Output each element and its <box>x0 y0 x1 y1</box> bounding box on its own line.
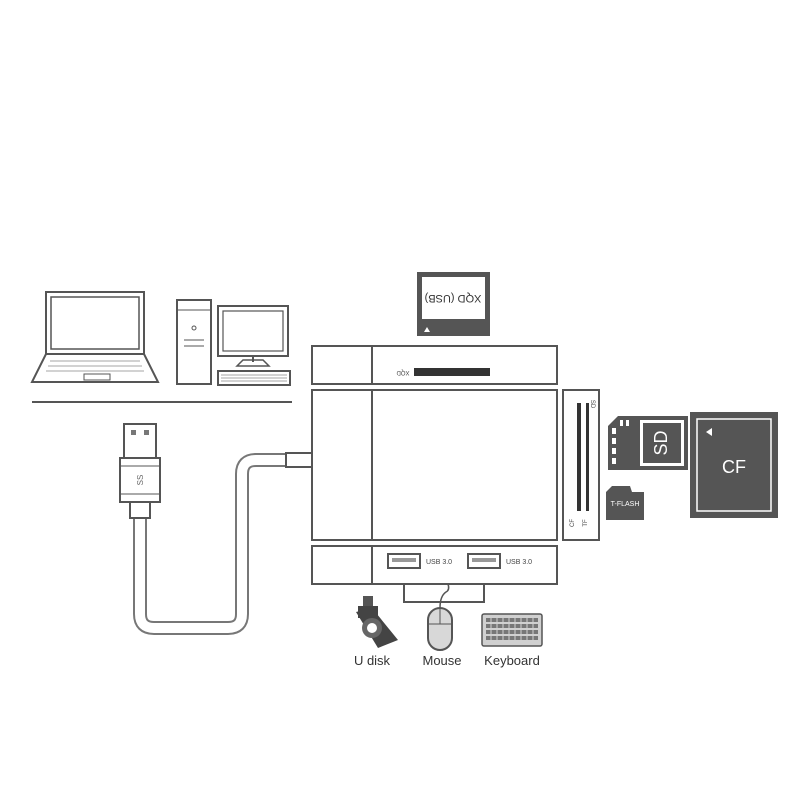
tf-slot[interactable] <box>586 403 589 511</box>
sd-card-icon <box>608 416 688 470</box>
cf-card-icon <box>690 412 778 518</box>
usb-a-plug <box>119 423 161 519</box>
hub-bottom-section <box>311 545 558 585</box>
laptop-icon <box>30 291 160 383</box>
keyboard-icon <box>481 613 543 647</box>
udisk-icon <box>356 596 398 648</box>
usb-cable <box>133 453 300 635</box>
hub-top-section <box>311 345 558 385</box>
tflash-card-icon <box>606 486 644 520</box>
tf-slot-label: TF <box>583 519 589 527</box>
mouse-icon <box>427 583 453 651</box>
xqd-slot-label: XQD <box>396 369 410 375</box>
sd-slot-label: SD <box>589 400 595 409</box>
usb-devices-bracket <box>403 584 485 603</box>
usb-port-2-tongue <box>472 558 496 562</box>
hub-main-section <box>311 389 558 541</box>
tflash-card-label: T-FLASH <box>611 501 640 508</box>
sd-slot[interactable] <box>577 403 581 511</box>
sd-card-label: SD <box>651 430 671 455</box>
xqd-card-icon <box>417 272 490 336</box>
desktop-computer-icon <box>176 299 291 386</box>
usb-port-1-label: USB 3.0 <box>426 559 452 566</box>
xqd-card-label: XQD (USB) <box>425 292 482 304</box>
hub-cable-connector <box>285 452 313 468</box>
usb-port-1-tongue <box>392 558 416 562</box>
usb-ss-logo: SS <box>136 475 145 486</box>
udisk-label: U disk <box>354 653 391 668</box>
mouse-label: Mouse <box>422 653 461 668</box>
cf-card-label: CF <box>722 457 746 477</box>
keyboard-label: Keyboard <box>484 653 540 668</box>
xqd-slot[interactable] <box>414 368 490 376</box>
usb-port-2-label: USB 3.0 <box>506 559 532 566</box>
cf-slot-label: CF <box>570 519 576 527</box>
